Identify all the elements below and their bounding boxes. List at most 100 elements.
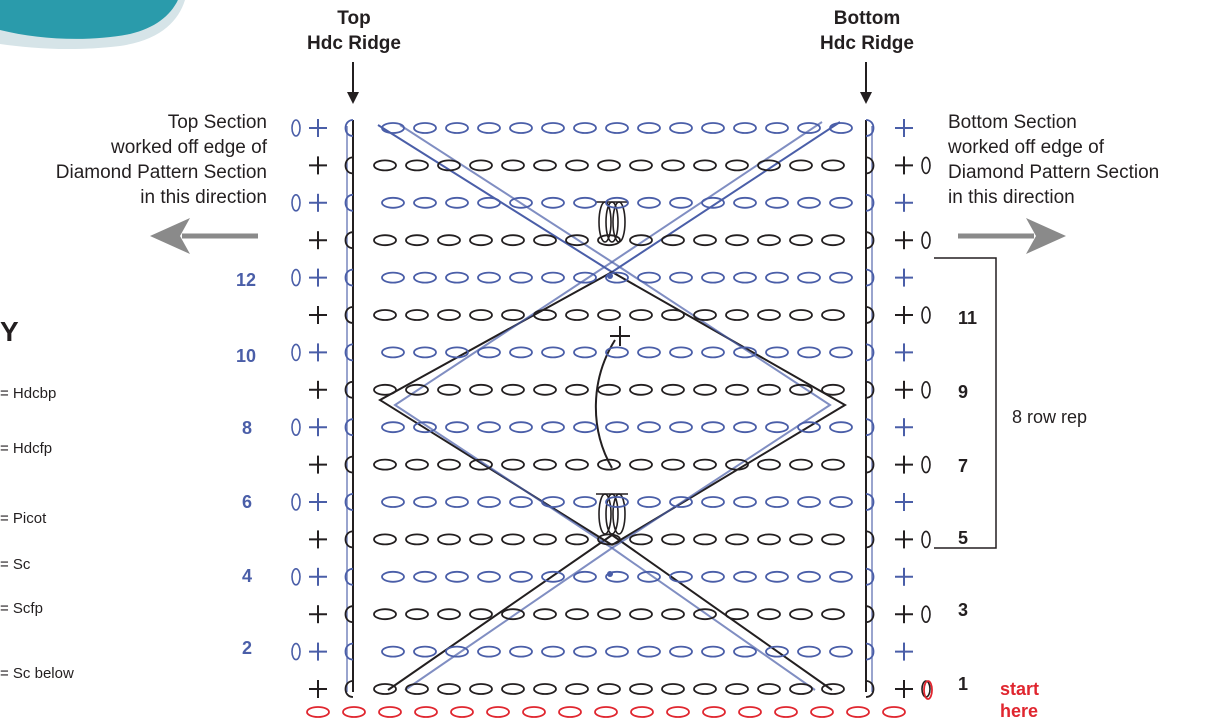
chain-stitch (477, 122, 501, 134)
foundation-chain-stitch (774, 706, 798, 718)
right-direction-arrow (958, 218, 1066, 254)
chain-stitch (381, 271, 405, 284)
chain-stitch (381, 570, 405, 583)
chain-stitch (757, 234, 781, 247)
chain-stitch (733, 645, 757, 658)
foundation-chain-stitch (306, 706, 330, 718)
chain-stitch (725, 608, 749, 621)
chain-stitch (445, 421, 469, 434)
chain-stitch (829, 570, 853, 583)
chain-stitch (725, 683, 749, 695)
chain-stitch (501, 309, 525, 321)
row-number-2: 2 (242, 638, 253, 658)
chain-stitch (605, 346, 629, 359)
chain-stitch (541, 346, 565, 359)
repeat-label: 8 row rep (1012, 407, 1088, 427)
chain-stitch (637, 346, 661, 359)
chain-stitch (405, 533, 429, 546)
chain-stitch (573, 421, 597, 434)
post-hook (865, 231, 875, 250)
chain-stitch (437, 383, 461, 396)
row-number-11: 11 (958, 308, 978, 328)
start-here-label: start here (1000, 679, 1040, 721)
chain-stitch (733, 346, 757, 359)
chain-stitch (829, 271, 853, 284)
chain-stitch (757, 383, 781, 396)
chain-stitch (605, 496, 629, 508)
chain-stitch (597, 309, 621, 321)
chain-stitch (533, 608, 557, 621)
chain-stitch (765, 421, 789, 434)
row-number-3: 3 (958, 600, 969, 620)
chain-stitch (381, 645, 405, 658)
post-hook (865, 380, 875, 399)
chain-stitch (509, 346, 533, 359)
chain-stitch (725, 533, 749, 546)
bottom-section-note: Bottom Section worked off edge of Diamon… (948, 112, 1160, 208)
chain-stitch (733, 570, 757, 583)
chain-stitch (725, 309, 749, 321)
chain-stitch (373, 608, 397, 621)
chain-stitch (437, 683, 461, 695)
chain-stitch (637, 271, 661, 284)
chain-stitch (573, 645, 597, 658)
chain-stitch (693, 309, 717, 321)
sc-symbol (309, 380, 327, 399)
chain-stitch (501, 458, 525, 471)
foundation-turn-chain (923, 680, 933, 700)
chain-stitch (469, 234, 493, 247)
sc-symbol (309, 455, 327, 474)
chain-stitch (437, 608, 461, 621)
chain-stitch (789, 533, 813, 546)
foundation-chain-stitch (414, 706, 438, 718)
top-hdc-ridge-label: Top Hdc Ridge (307, 8, 401, 54)
chain-stitch (789, 309, 813, 321)
chain-stitch (701, 196, 725, 209)
chain-stitch (405, 159, 429, 172)
chain-stitch (573, 496, 597, 508)
chain-stitch (565, 458, 589, 471)
chain-stitch (821, 383, 845, 396)
chain-stitch (661, 683, 685, 695)
row-number-1: 1 (958, 674, 969, 694)
chain-stitch (533, 234, 557, 247)
chain-stitch (597, 608, 621, 621)
chain-stitch (469, 458, 493, 471)
chain-stitch (373, 159, 397, 172)
chain-stitch (797, 271, 821, 284)
post-hook (865, 642, 875, 661)
post-hook (344, 605, 354, 624)
chain-stitch (637, 196, 661, 209)
chain-stitch (797, 122, 821, 134)
chain-stitch (541, 570, 565, 583)
chain-stitch (573, 570, 597, 583)
sc-symbol (309, 119, 327, 137)
foundation-chain-stitch (486, 706, 510, 718)
chain-stitch (597, 234, 621, 247)
chain-stitch (701, 496, 725, 508)
foundation-chain-stitch (558, 706, 582, 718)
chain-stitch (469, 159, 493, 172)
diamond-post-lines (377, 121, 847, 691)
chain-stitch (701, 570, 725, 583)
chain-stitch (445, 496, 469, 508)
foundation-chain-stitch (378, 706, 402, 718)
chain-stitch (445, 645, 469, 658)
chain-stitch (533, 683, 557, 695)
chain-stitch (733, 122, 757, 134)
sc-symbol (895, 343, 913, 362)
chain-stitch (765, 122, 789, 134)
chain-stitch (733, 271, 757, 284)
foundation-chain-stitch (630, 706, 654, 718)
chain-stitch (669, 122, 693, 134)
chain-stitch (477, 196, 501, 209)
chain-stitch (565, 159, 589, 172)
sc-symbol (895, 306, 913, 324)
sc-symbol (309, 156, 327, 175)
chain-stitch (693, 458, 717, 471)
top-section-note: Top Section worked off edge of Diamond P… (55, 112, 267, 208)
chain-stitch (373, 683, 397, 695)
chain-stitch (533, 458, 557, 471)
chain-stitch (509, 421, 533, 434)
chain-stitch (629, 533, 653, 546)
